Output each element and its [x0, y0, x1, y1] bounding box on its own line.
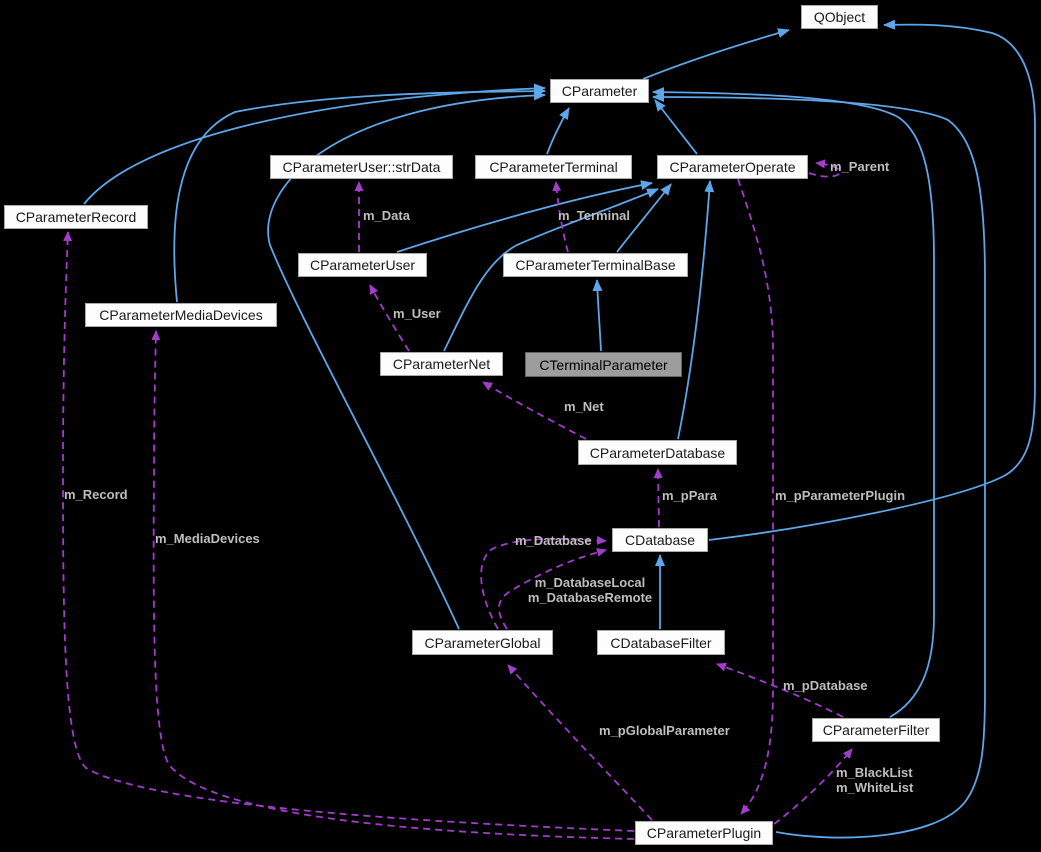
usage-m-pglobalparameter — [507, 664, 653, 821]
inherit-cparametermediadevices-to-cparameter — [173, 86, 546, 303]
inherit-cparameter-to-qobject — [642, 28, 790, 80]
node-cparameterglobal[interactable]: CParameterGlobal — [412, 630, 553, 655]
node-cparameteruser[interactable]: CParameterUser — [298, 253, 427, 277]
inherit-cparameterfilter-to-cparameter — [652, 87, 935, 718]
node-cparameterfilter[interactable]: CParameterFilter — [812, 718, 940, 742]
edge-label-m-mediadevices: m_MediaDevices — [155, 531, 260, 546]
usage-m-mediadevices — [151, 330, 635, 840]
node-cparameterdatabase[interactable]: CParameterDatabase — [578, 440, 737, 465]
node-cparameterterminalbase[interactable]: CParameterTerminalBase — [503, 253, 688, 277]
inherit-cparameterterminal-to-cparameter — [546, 107, 570, 155]
inherit-cdatabase-to-qobject — [708, 19, 1036, 541]
usage-m-terminal — [552, 181, 569, 253]
node-cdatabase[interactable]: CDatabase — [612, 528, 708, 552]
usage-m-record — [62, 231, 635, 832]
node-cdatabasefilter[interactable]: CDatabaseFilter — [597, 630, 725, 655]
usage-m-ppara — [653, 468, 663, 528]
usage-m-database — [480, 536, 607, 630]
usage-m-pparameterplugin — [737, 178, 774, 815]
edge-label-m-pdatabase: m_pDatabase — [783, 678, 868, 693]
node-cparameterterminal[interactable]: CParameterTerminal — [475, 155, 632, 179]
inherit-cparameterplugin-to-cparameter — [652, 92, 986, 839]
inherit-cparameterdatabase-to-cparameteroperate — [677, 180, 715, 440]
usage-m-user — [369, 284, 410, 352]
edge-label-m-databaseremote: m_DatabaseRemote — [527, 590, 653, 605]
node-cparameteruser-strdata[interactable]: CParameterUser::strData — [270, 155, 453, 179]
node-cparameterplugin[interactable]: CParameterPlugin — [635, 821, 773, 845]
edge-label-m-net: m_Net — [564, 399, 604, 414]
edge-label-m-whitelist: m_WhiteList — [836, 780, 914, 795]
inherit-cparameterglobal-to-cparameter — [267, 90, 546, 630]
edge-label-m-blacklist: m_BlackList — [836, 765, 913, 780]
inherit-cparameteroperate-to-cparameter — [654, 99, 698, 155]
edge-label-m-user: m_User — [393, 306, 441, 321]
edge-label-m-pglobalparameter: m_pGlobalParameter — [599, 723, 730, 738]
usage-m-databaselocal-remote — [498, 547, 607, 630]
node-cparameteroperate[interactable]: CParameterOperate — [657, 155, 808, 179]
edge-label-m-databaselocal-remote: m_DatabaseLocal m_DatabaseRemote — [519, 575, 661, 605]
inherit-cparameterterminalbase-to-cparameteroperate — [616, 183, 672, 253]
edge-label-m-databaselocal: m_DatabaseLocal — [534, 575, 646, 590]
usage-m-pdatabase — [716, 662, 844, 718]
edge-label-m-terminal: m_Terminal — [558, 208, 631, 223]
edge-label-m-data: m_Data — [363, 208, 410, 223]
edge-label-m-blacklist-whitelist: m_BlackList m_WhiteList — [836, 765, 913, 795]
edge-label-m-ppara: m_pPara — [662, 488, 717, 503]
usage-m-blacklist-whitelist — [773, 748, 853, 825]
edge-label-m-record: m_Record — [64, 487, 128, 502]
node-cparameterrecord[interactable]: CParameterRecord — [4, 205, 148, 229]
edge-label-m-database: m_Database — [515, 533, 592, 548]
node-cterminalparameter-focus: CTerminalParameter — [525, 352, 682, 377]
usage-m-net — [482, 381, 587, 440]
edge-label-m-parent: m_Parent — [830, 159, 890, 174]
node-cparametermediadevices[interactable]: CParameterMediaDevices — [85, 303, 277, 327]
edge-label-m-pparameterplugin: m_pParameterPlugin — [775, 488, 906, 503]
node-qobject[interactable]: QObject — [801, 5, 878, 29]
inherit-cterminalparameter-to-cparameterterminalbase — [592, 279, 603, 352]
inherit-cparameternet-to-cparameteroperate — [443, 188, 659, 352]
inherit-cparameteruser-to-cparameteroperate — [396, 180, 653, 253]
node-cparameter[interactable]: CParameter — [550, 79, 649, 103]
inherit-cparameterrecord-to-cparameter — [83, 83, 546, 205]
node-cparameternet[interactable]: CParameterNet — [380, 352, 503, 376]
usage-m-parent-self-loop — [808, 159, 841, 178]
